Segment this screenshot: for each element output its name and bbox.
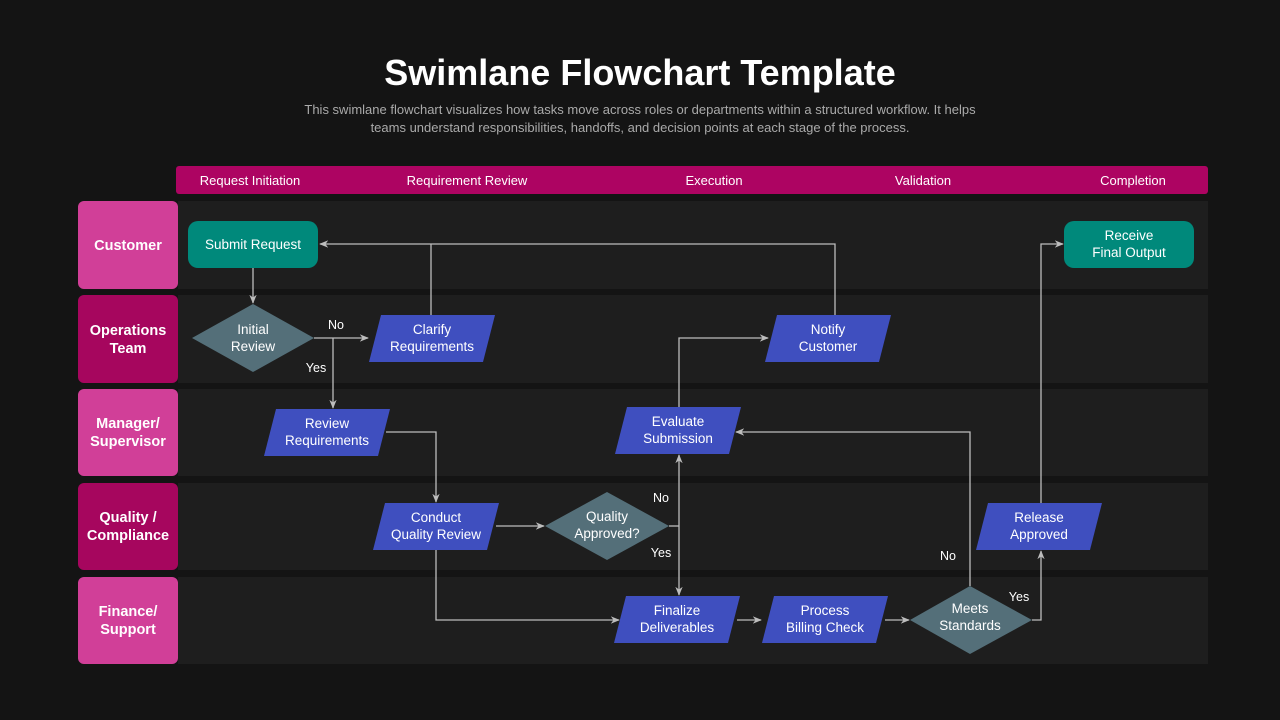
subtitle-line-1: This swimlane flowchart visualizes how t… [304, 102, 976, 117]
process-shape [614, 596, 740, 643]
node-text: Submission [643, 431, 713, 446]
lane-customer-bg [178, 201, 1208, 289]
process-shape [765, 315, 891, 362]
node-text: Standards [939, 618, 1001, 633]
node-text: Initial [237, 322, 269, 337]
lane-label-quality [78, 483, 178, 570]
lane-operations-bg [178, 295, 1208, 383]
node-text: Clarify [413, 322, 452, 337]
lane-customer-text: Customer [94, 238, 162, 254]
phase-request-initiation: Request Initiation [200, 173, 300, 188]
node-text: Requirements [390, 339, 474, 354]
node-text: Notify [811, 322, 846, 337]
process-shape [615, 407, 741, 454]
phase-requirement-review: Requirement Review [407, 173, 528, 188]
node-text: Customer [799, 339, 858, 354]
quality-yes-label: Yes [651, 546, 671, 560]
initial-no-label: No [328, 318, 344, 332]
phase-header-bar [176, 166, 1208, 194]
node-text: Receive [1105, 228, 1154, 243]
meets-yes-label: Yes [1009, 590, 1029, 604]
node-text: Meets [952, 601, 989, 616]
connectors [249, 240, 1064, 624]
node-receive-final-output[interactable]: Receive Final Output [1064, 221, 1194, 268]
lane-quality-text-1: Quality / [99, 510, 156, 526]
subtitle-line-2: teams understand responsibilities, hando… [371, 120, 910, 135]
phase-validation: Validation [895, 173, 951, 188]
process-shape [762, 596, 888, 643]
lane-label-finance [78, 577, 178, 664]
lane-operations-text-2: Team [110, 341, 147, 357]
node-text: Review [305, 416, 350, 431]
node-initial-review[interactable]: Initial Review [192, 304, 314, 372]
node-text: Billing Check [786, 620, 864, 635]
node-text: Approved? [574, 526, 639, 541]
node-meets-standards[interactable]: Meets Standards [910, 586, 1032, 654]
lane-finance-text-2: Support [100, 622, 156, 638]
phase-completion: Completion [1100, 173, 1166, 188]
lane-operations-text-1: Operations [90, 323, 167, 339]
node-text: Release [1014, 510, 1064, 525]
lane-label-operations [78, 295, 178, 383]
initial-yes-label: Yes [306, 361, 326, 375]
node-text: Deliverables [640, 620, 715, 635]
lane-manager-text-1: Manager/ [96, 416, 160, 432]
node-text: Requirements [285, 433, 369, 448]
meets-no-label: No [940, 549, 956, 563]
phase-execution: Execution [685, 173, 742, 188]
node-submit-request[interactable]: Submit Request [188, 221, 318, 268]
page-title: Swimlane Flowchart Template [384, 52, 895, 93]
node-text: Finalize [654, 603, 701, 618]
process-shape [264, 409, 390, 456]
node-text: Submit Request [205, 237, 301, 252]
process-shape [373, 503, 499, 550]
node-text: Evaluate [652, 414, 705, 429]
process-shape [976, 503, 1102, 550]
node-text: Approved [1010, 527, 1068, 542]
node-text: Conduct [411, 510, 462, 525]
node-quality-approved[interactable]: Quality Approved? [545, 492, 669, 560]
lane-manager-text-2: Supervisor [90, 434, 166, 450]
node-text: Quality Review [391, 527, 481, 542]
lane-finance-text-1: Finance/ [99, 604, 158, 620]
node-text: Quality [586, 509, 628, 524]
lane-label-manager [78, 389, 178, 476]
lane-label-customer [78, 201, 178, 289]
node-text: Review [231, 339, 276, 354]
process-shape [369, 315, 495, 362]
lane-quality-text-2: Compliance [87, 528, 169, 544]
quality-no-label: No [653, 491, 669, 505]
node-text: Final Output [1092, 245, 1166, 260]
node-text: Process [801, 603, 850, 618]
